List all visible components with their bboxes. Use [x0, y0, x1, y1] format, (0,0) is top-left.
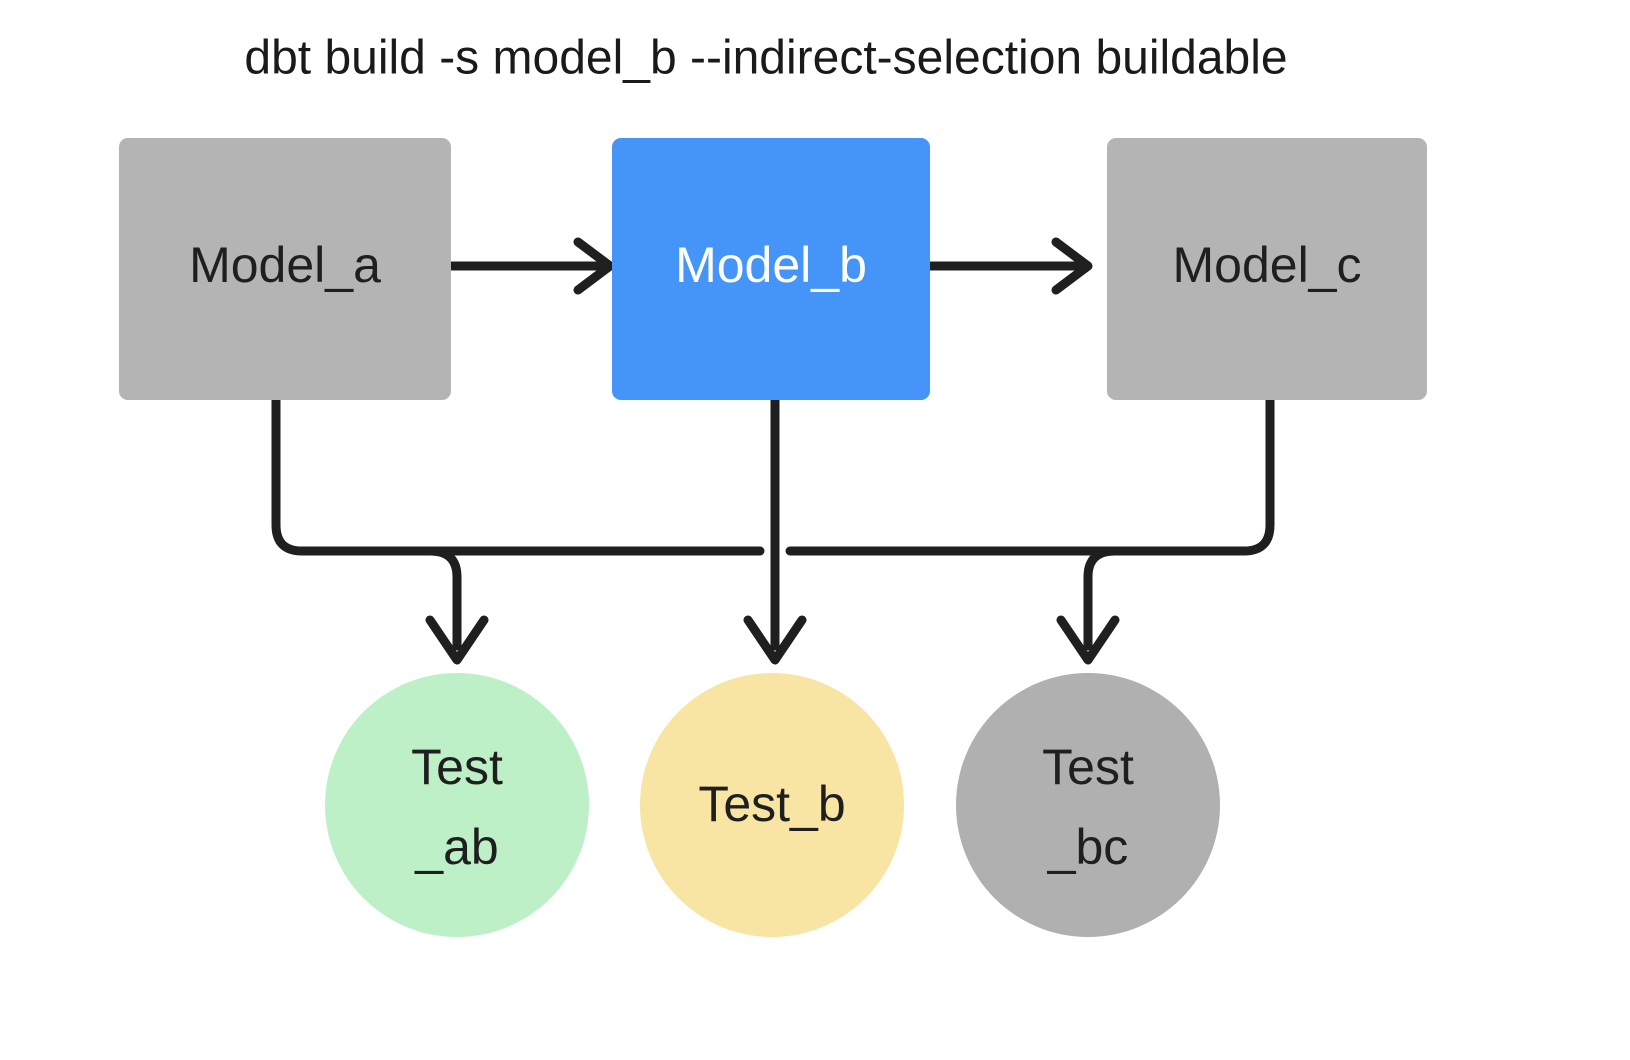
edge-model-c-to-test-bc — [785, 395, 1275, 556]
edge-model-b-to-model-c — [925, 237, 1093, 295]
edge-bus-to-test-bc — [1056, 546, 1120, 665]
model-node-model-a[interactable]: Model_a — [119, 138, 451, 400]
model-a-rect[interactable] — [119, 138, 451, 400]
diagram-title: dbt build -s model_b --indirect-selectio… — [244, 32, 1287, 85]
model-b-label: Model_b — [675, 237, 867, 293]
test-node-test-bc[interactable]: Test _bc — [956, 673, 1220, 937]
edge-model-a-to-model-b — [447, 237, 615, 295]
model-node-model-b[interactable]: Model_b — [612, 138, 930, 400]
model-b-rect[interactable] — [612, 138, 930, 400]
model-c-label: Model_c — [1173, 237, 1362, 293]
test-b-label-line1: Test_b — [698, 776, 845, 832]
edge-bus-to-test-ab — [425, 546, 489, 665]
test-node-test-ab[interactable]: Test _ab — [325, 673, 589, 937]
model-c-rect[interactable] — [1107, 138, 1427, 400]
model-node-model-c[interactable]: Model_c — [1107, 138, 1427, 400]
edge-layer — [271, 237, 1275, 665]
test-b-circle[interactable] — [640, 673, 904, 937]
model-a-label: Model_a — [189, 237, 381, 293]
test-bc-label-line1: Test — [1042, 739, 1134, 795]
edge-model-a-to-test-ab — [271, 395, 765, 556]
test-node-test-b[interactable]: Test_b — [640, 673, 904, 937]
test-ab-circle[interactable] — [325, 673, 589, 937]
test-ab-label-line2: _ab — [414, 819, 498, 875]
test-bc-label-line2: _bc — [1047, 819, 1129, 875]
test-ab-label-line1: Test — [411, 739, 503, 795]
edge-model-b-to-test-b — [743, 395, 807, 665]
test-bc-circle[interactable] — [956, 673, 1220, 937]
